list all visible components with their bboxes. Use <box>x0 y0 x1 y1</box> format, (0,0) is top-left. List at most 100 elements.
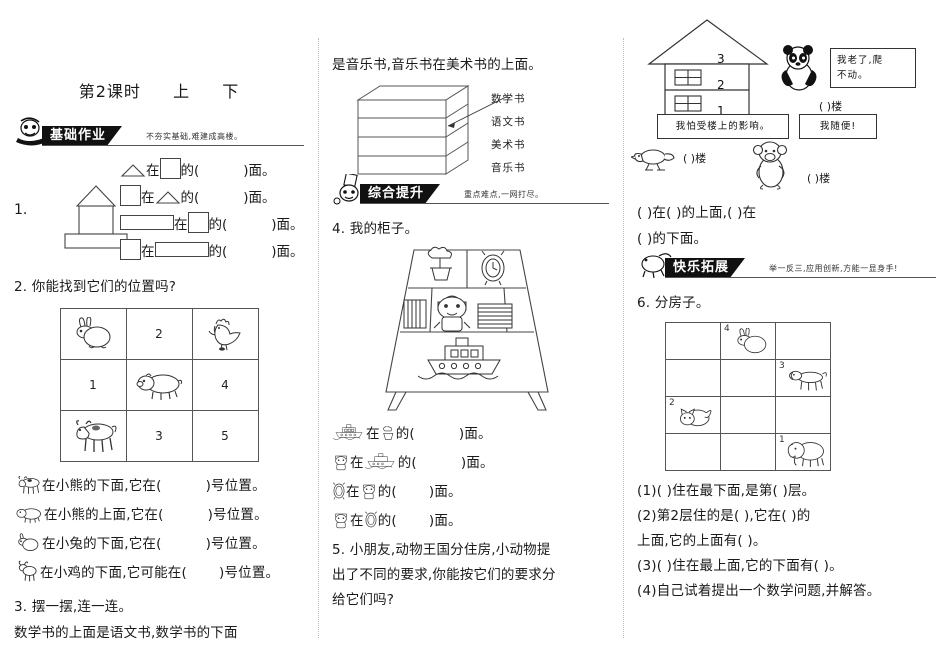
cell-number: 4 <box>724 324 730 334</box>
q1-line-1: 在的()面。 <box>120 158 304 185</box>
q4-statement-4: 在 的()面。 <box>332 507 609 536</box>
section-rule <box>665 277 936 278</box>
question-6-prompt: 6. 分房子。 <box>637 290 936 316</box>
q1-line-3: 在的()面。 <box>120 212 304 239</box>
question-2-statements: 在小熊的下面,它在( )号位置。 在小熊的上面,它在()号位置。 在小兔的下面,它… <box>14 472 304 588</box>
section-badge-improve-subtitle: 重点难点,一网打尽。 <box>464 190 544 199</box>
q4-s1-post: 的( <box>395 426 415 442</box>
book-label-music: 音乐书 <box>491 162 526 174</box>
question-2-grid: 2 1 <box>59 308 259 462</box>
rectangle-icon <box>154 242 209 257</box>
cell-number: 3 <box>779 361 785 371</box>
question-5: 5. 小朋友,动物王国分住房,小动物提 出了不同的要求,你能按它们的要求分 给它… <box>332 538 609 613</box>
question-1: 1. 在的()面。 在 的()面。 <box>0 158 318 268</box>
section-rule <box>42 145 304 146</box>
doll-icon <box>332 453 350 471</box>
q2-statement-3-text: 在小兔的下面,它在( <box>42 536 162 552</box>
page-title-xia: 下 <box>222 82 240 101</box>
q1-line-4: 在的()面。 <box>120 239 304 266</box>
square-icon <box>187 212 209 233</box>
grid-cell-empty <box>665 359 721 397</box>
chick-speech-bubble: 我怕受楼上的影响。 <box>657 114 789 139</box>
question-1-number: 1. <box>14 202 28 218</box>
grid-cell-cow <box>59 410 127 462</box>
q4-s4-tail: )面。 <box>428 513 462 529</box>
question-6-subquestions: (1)( )住在最下面,是第( )层。 (2)第2层住的是( ),它在( )的 … <box>637 479 936 604</box>
book-stack-labels: 数学书 语文书 美术书 音乐书 <box>491 88 526 180</box>
q4-statement-1: 在 的()面。 <box>332 420 609 449</box>
monkey-answer-slot[interactable]: ( )楼 <box>807 172 831 185</box>
q4-s2-post: 的( <box>397 455 417 471</box>
q6-sub-2-cont: 上面,它的上面有( )。 <box>637 533 767 549</box>
question-3-body-line2: 是音乐书,音乐书在美术书的上面。 <box>332 57 542 73</box>
section-badge-basic-label: 基础作业 <box>42 126 123 145</box>
q6-sub-1: (1)( )住在最下面,是第( )层。 <box>637 483 816 499</box>
q2-statement-1-tail: )号位置。 <box>205 478 266 494</box>
q2-statement-4-text: 在小鸡的下面,它可能在( <box>40 565 187 581</box>
chick-answer-slot[interactable]: ( )楼 <box>683 152 707 165</box>
grid-cell-empty <box>665 322 721 360</box>
q4-s3-tail: )面。 <box>428 484 462 500</box>
boat-icon <box>364 452 398 472</box>
question-3-prompt: 3. 摆一摆,连一连。 <box>14 594 304 620</box>
grid-cell-cat: 2 <box>665 396 721 434</box>
house-floor-label-3: 3 <box>717 52 725 66</box>
grid-cell-empty <box>720 396 776 434</box>
square-icon <box>120 239 141 260</box>
q2-statement-1-text: 在小熊的下面,它在( <box>42 478 162 494</box>
q4-s3-post: 的( <box>377 484 397 500</box>
grid-cell-empty <box>720 359 776 397</box>
q2-statement-2: 在小熊的上面,它在()号位置。 <box>14 501 304 530</box>
monkey-speech-bubble: 我随便! <box>799 114 877 139</box>
grid-cell-number: 4 <box>191 359 259 411</box>
pig-icon <box>14 505 44 524</box>
grid-cell-dog: 3 <box>775 359 831 397</box>
question-5-conclusion-line2: ( )的下面。 <box>637 231 708 247</box>
question-2-number: 2. <box>14 279 28 295</box>
doll-icon <box>360 482 378 500</box>
clock-icon <box>332 482 346 500</box>
q4-s4-post: 的( <box>377 513 397 529</box>
rectangle-icon <box>120 215 174 230</box>
panda-answer-slot[interactable]: ( )楼 <box>819 100 843 113</box>
stacked-shapes-figure <box>55 180 137 252</box>
grid-cell-elephant: 1 <box>775 433 831 471</box>
question-4-text: 我的柜子。 <box>349 221 419 237</box>
q4-s2-tail: )面。 <box>460 455 494 471</box>
square-icon <box>159 158 181 179</box>
question-1-lines: 在的()面。 在 的()面。 在的()面。 在的()面。 <box>120 158 304 266</box>
question-4-prompt: 4. 我的柜子。 <box>332 216 609 242</box>
cell-number: 2 <box>669 398 675 408</box>
q2-statement-1: 在小熊的下面,它在( )号位置。 <box>14 472 304 501</box>
q4-s1-mid: 在 <box>366 426 380 442</box>
question-6-grid: 4 3 <box>665 322 831 471</box>
page-title-prefix: 第2课时 <box>78 82 141 101</box>
page-title: 第2课时 上 下 <box>0 78 318 102</box>
house-floor-label-2: 2 <box>717 78 725 92</box>
mascot-running-icon <box>637 248 675 278</box>
grid-cell-number: 1 <box>59 359 127 411</box>
question-4-statements: 在 的()面。 在 的()面。 在 的()面。 <box>332 420 609 536</box>
section-badge-basic: 基础作业 不夯实基础,难建成高楼。 <box>14 117 306 154</box>
column-divider-1 <box>318 38 319 638</box>
triangle-icon <box>155 190 181 205</box>
q2-statement-2-tail: )号位置。 <box>207 507 268 523</box>
q2-statement-4: 在小鸡的下面,它可能在()号位置。 <box>14 559 304 588</box>
question-5-conclusion: ( )在( )的上面,( )在 ( )的下面。 <box>637 200 936 252</box>
question-2-prompt: 2. 你能找到它们的位置吗? <box>14 274 304 300</box>
grid-cell-pig <box>125 359 193 411</box>
question-6-text: 分房子。 <box>654 295 710 311</box>
question-5-conclusion-line1: ( )在( )的上面,( )在 <box>637 205 757 221</box>
triangle-icon <box>120 163 146 178</box>
house-scene-figure: 3 2 1 我老了,爬 不动。 ( )楼 <box>623 10 950 200</box>
q4-s2-mid: 在 <box>350 455 364 471</box>
grid-cell-empty <box>720 433 776 471</box>
table-row: 1 4 <box>59 359 259 411</box>
doll-icon <box>332 511 350 529</box>
mascot-pencil-boy-icon <box>332 174 370 205</box>
panda-speech-bubble: 我老了,爬 不动。 <box>830 48 916 88</box>
q2-statement-3: 在小兔的下面,它在( )号位置。 <box>14 530 304 559</box>
q2-statement-3-tail: )号位置。 <box>205 536 266 552</box>
grid-cell-rooster <box>191 308 259 360</box>
